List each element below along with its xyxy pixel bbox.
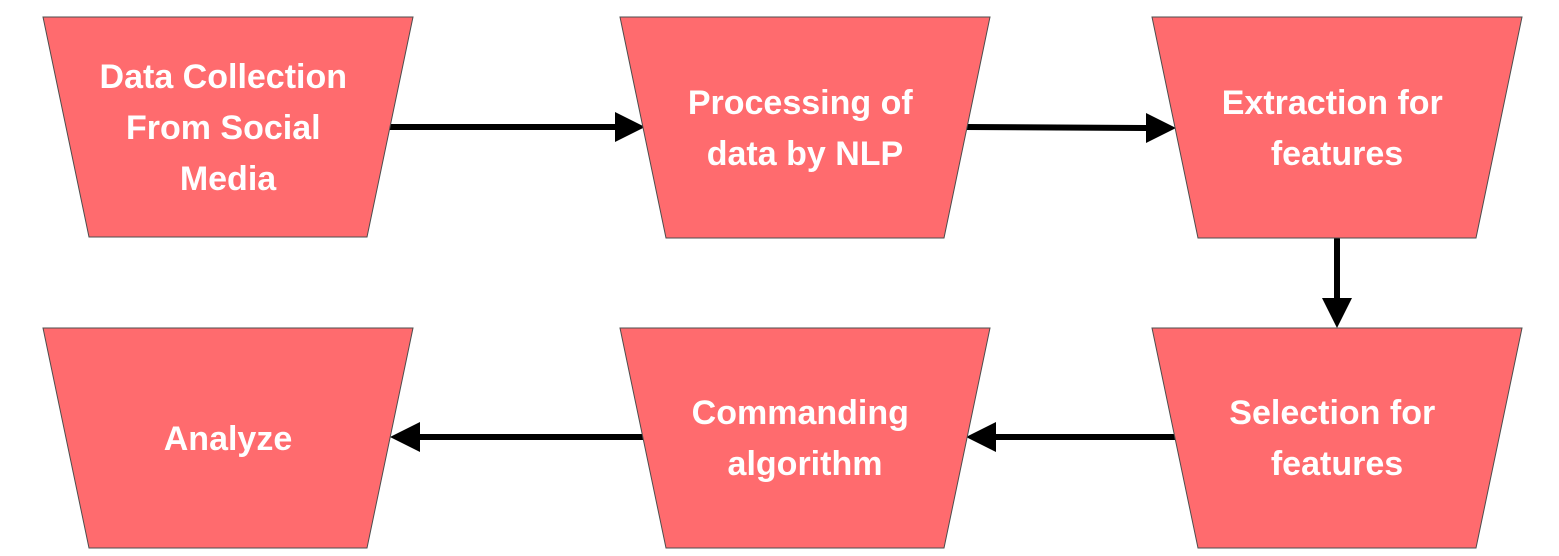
edge-processing-to-extraction <box>962 113 1176 143</box>
arrowhead-down-icon <box>1322 298 1352 328</box>
node-label: Data Collection From Social Media <box>100 58 357 198</box>
node-commanding: Commanding algorithm <box>619 327 991 549</box>
node-analyze: Analyze <box>42 327 414 549</box>
connectors <box>386 112 1352 452</box>
node-label: Analyze <box>164 420 293 458</box>
node-label: Processing of data by NLP <box>688 84 922 173</box>
edge-selection-to-commanding <box>966 422 1178 452</box>
node-data-collection: Data Collection From Social Media <box>42 16 414 238</box>
node-shape <box>619 327 991 549</box>
node-shape <box>42 327 414 549</box>
arrowhead-right-icon <box>615 112 645 142</box>
node-selection: Selection for features <box>1151 327 1523 549</box>
node-shape <box>1151 16 1523 239</box>
edge-data-collection-to-processing <box>386 112 645 142</box>
node-shape <box>42 16 414 238</box>
node-shape <box>1151 327 1523 549</box>
node-label: Commanding algorithm <box>692 394 919 483</box>
node-label: Selection for features <box>1229 394 1444 483</box>
node-processing: Processing of data by NLP <box>619 16 991 239</box>
arrowhead-right-icon <box>1146 113 1176 143</box>
edge-extraction-to-selection <box>1322 236 1352 328</box>
node-extraction: Extraction for features <box>1151 16 1523 239</box>
node-shape <box>619 16 991 239</box>
arrowhead-left-icon <box>390 422 420 452</box>
node-label: Extraction for features <box>1222 84 1453 173</box>
arrowhead-left-icon <box>966 422 996 452</box>
edge-commanding-to-analyze <box>390 422 647 452</box>
